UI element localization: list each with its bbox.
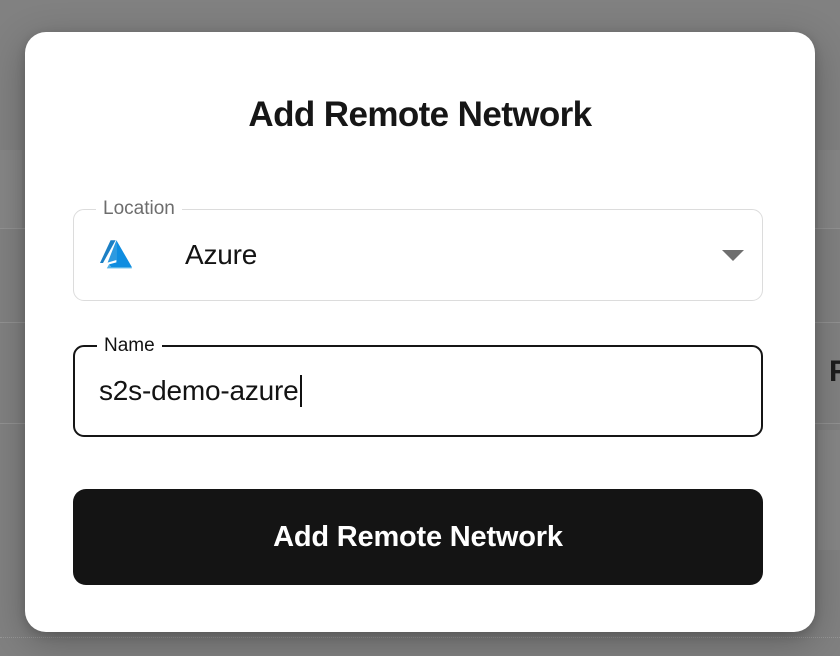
add-remote-network-dialog: Add Remote Network Location Azure Name s… [25,32,815,632]
name-input-value[interactable]: s2s-demo-azure [99,375,299,406]
name-field-label: Name [97,336,162,356]
chevron-down-icon[interactable] [722,249,744,261]
backdrop-panel [818,150,840,228]
backdrop-partial-heading: R [829,355,840,388]
backdrop-panel [0,150,22,228]
add-remote-network-button[interactable]: Add Remote Network [73,489,763,585]
location-selected-value: Azure [185,239,258,270]
page-title: Add Remote Network [248,95,592,134]
location-field-label: Location [96,199,182,219]
backdrop-divider [0,637,840,639]
location-select[interactable]: Location Azure [73,199,763,301]
backdrop-panel [818,430,840,550]
text-cursor [299,375,302,407]
name-input-wrapper[interactable]: Name s2s-demo-azure [73,336,763,437]
azure-logo-icon [100,240,132,269]
